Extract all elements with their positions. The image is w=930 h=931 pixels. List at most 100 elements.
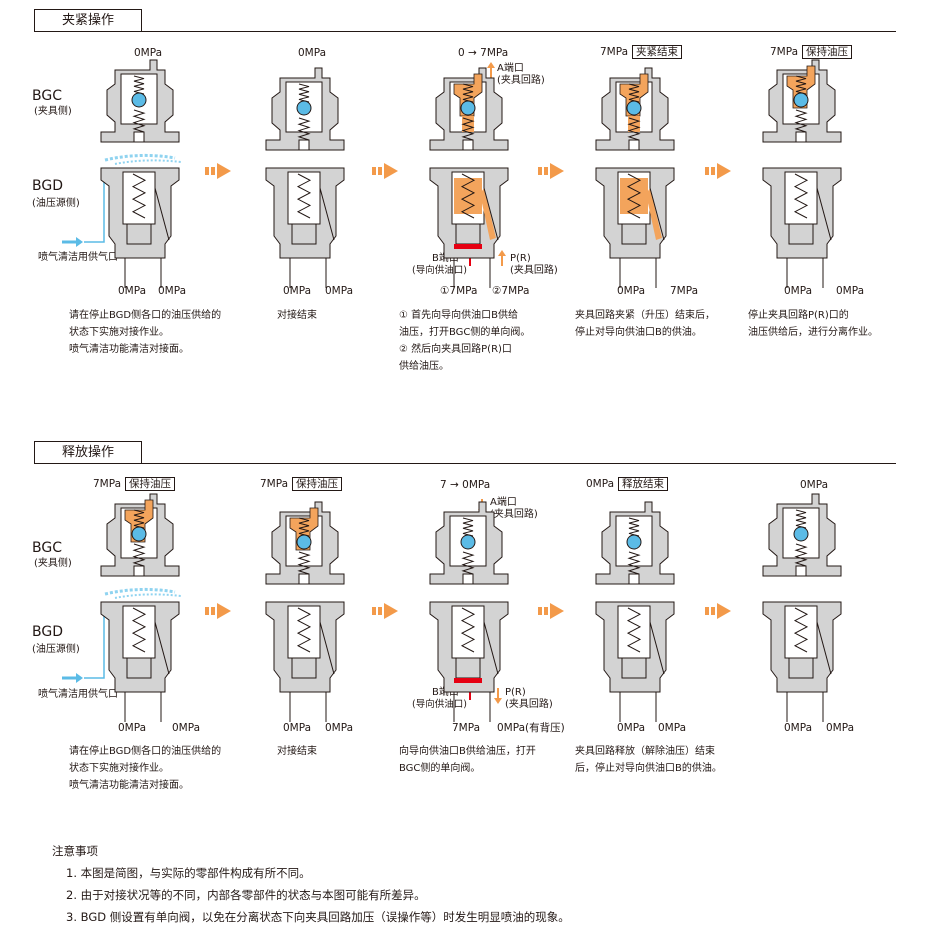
clamp-step1-valve [100,59,182,288]
check-ball [626,100,642,116]
bgc-body [100,59,180,143]
clamp-step3-desc: ① 首先向导向供油口B供给 油压，打开BGC侧的单向阀。 ② 然后向夹具回路P(… [399,307,530,375]
arrow-head [717,603,731,619]
bgc-sub-label: (夹具侧) [34,106,72,117]
arrow-segment [205,167,209,175]
release-step-arrow-4 [705,603,731,619]
clamp-step4-valve [595,67,675,288]
p-port-channel [483,621,499,675]
release-step4-bottom-right: 0MPa [658,722,687,734]
arrow-head [217,163,231,179]
bgc-spring-upper [628,83,640,103]
bgc-spring-lower [461,117,475,141]
bgd-oil-channel [480,188,496,240]
desc-line: 请在停止BGD侧各口的油压供给的 [69,310,222,321]
bgc-spring-lower [461,551,475,575]
arrow-segment [711,607,715,615]
check-ball [793,526,809,542]
bgc-poppet [628,139,640,151]
bgd-body [429,167,509,288]
desc-line: 喷气清洁功能清洁对接面。 [69,780,189,791]
bgc-body [595,67,675,151]
bgc-body [429,67,509,151]
b-port-oil [454,244,482,249]
bgc-poppet [133,131,145,143]
clamp-step3-valve [429,67,509,288]
clamp-step3-top-pressure: 0 → 7MPa [458,47,509,59]
clamp-step-arrow-4 [705,163,731,179]
bgd-piston [621,657,647,679]
bgc-label-release: BGC [32,540,62,556]
release-step1-pressure-value: 7MPa [93,478,122,490]
bgd-body [100,167,180,288]
arrow-segment [211,167,215,175]
arrow-head [384,603,398,619]
check-ball [131,526,147,542]
bgd-piston [126,657,152,679]
release-step3-valve [429,501,509,722]
bgd-label: BGD [32,178,63,194]
check-ball [296,534,312,550]
bgd-piston [455,223,481,245]
bgd-chamber [122,171,156,225]
release-step1-desc: 请在停止BGD侧各口的油压供给的 状态下实施对接作业。 喷气清洁功能清洁对接面。 [69,743,221,794]
release-section-rule [34,463,896,464]
clamp-step1-desc: 请在停止BGD侧各口的油压供给的 状态下实施对接作业。 喷气清洁功能清洁对接面。 [69,307,221,358]
release-step4-bottom-left: 0MPa [617,722,646,734]
bgd-piston [291,657,317,679]
bgc-body [595,501,675,585]
air-spray [114,593,182,599]
bgd-chamber [287,605,321,659]
release-step5-valve [762,493,842,722]
bgd-label-release: BGD [32,624,63,640]
clamp-step2-valve [265,67,345,288]
clamp-step2-desc: 对接结束 [277,307,317,324]
release-step5-bottom-right: 0MPa [826,722,855,734]
clamp-p-port-label: P(R) [510,253,531,264]
bgc-spring-lower [132,109,146,133]
clamp-step4-pressure-value: 7MPa [600,46,629,58]
bgc-poppet [298,139,310,151]
clamp-step5-valve [762,59,842,288]
bgd-chamber [451,605,485,659]
desc-line: 对接结束 [277,746,317,757]
air-spray [114,159,182,165]
release-step-arrow-3 [538,603,564,619]
bgd-spring [793,607,809,653]
bgc-spring-upper [133,509,145,529]
release-a-port-sub: (夹具回路) [490,509,538,520]
bgd-spring [626,607,642,653]
bgd-body [762,167,842,288]
bgc-poppet [462,139,474,151]
notes-section: 注意事项 1. 本图是简图，与实际的零部件构成有所不同。 2. 由于对接状况等的… [52,840,570,928]
clamp-hold-badge: 保持油压 [802,45,853,59]
bgc-spring-upper [298,83,310,103]
check-ball [460,100,476,116]
clamp-a-port-sub: (夹具回路) [497,75,545,86]
clamp-step2-bottom-right: 0MPa [325,285,354,297]
bgc-poppet [795,131,807,143]
air-supply-arrow [62,237,83,247]
arrow-segment [372,167,376,175]
bgc-poppet [298,573,310,585]
bgd-chamber [122,605,156,659]
release-complete-badge: 释放结束 [618,477,669,491]
arrow-segment [544,607,548,615]
clamp-p-port-arrow [498,250,506,266]
clamp-complete-badge: 夹紧结束 [632,45,683,59]
arrow-segment [205,607,209,615]
release-step1-valve [100,493,182,722]
check-ball [296,100,312,116]
bgd-spring [296,607,312,653]
bgd-piston [455,657,481,679]
bgd-spring [793,173,809,219]
clamp-step1-bottom-right: 0MPa [158,285,187,297]
arrow-segment [705,607,709,615]
bgc-spring-upper [133,75,145,95]
p-port-channel [154,187,170,241]
bgc-body [100,493,180,577]
clamp-step5-pressure-value: 7MPa [770,46,799,58]
desc-line: 油压，打开BGC侧的单向阀。 [399,327,531,338]
